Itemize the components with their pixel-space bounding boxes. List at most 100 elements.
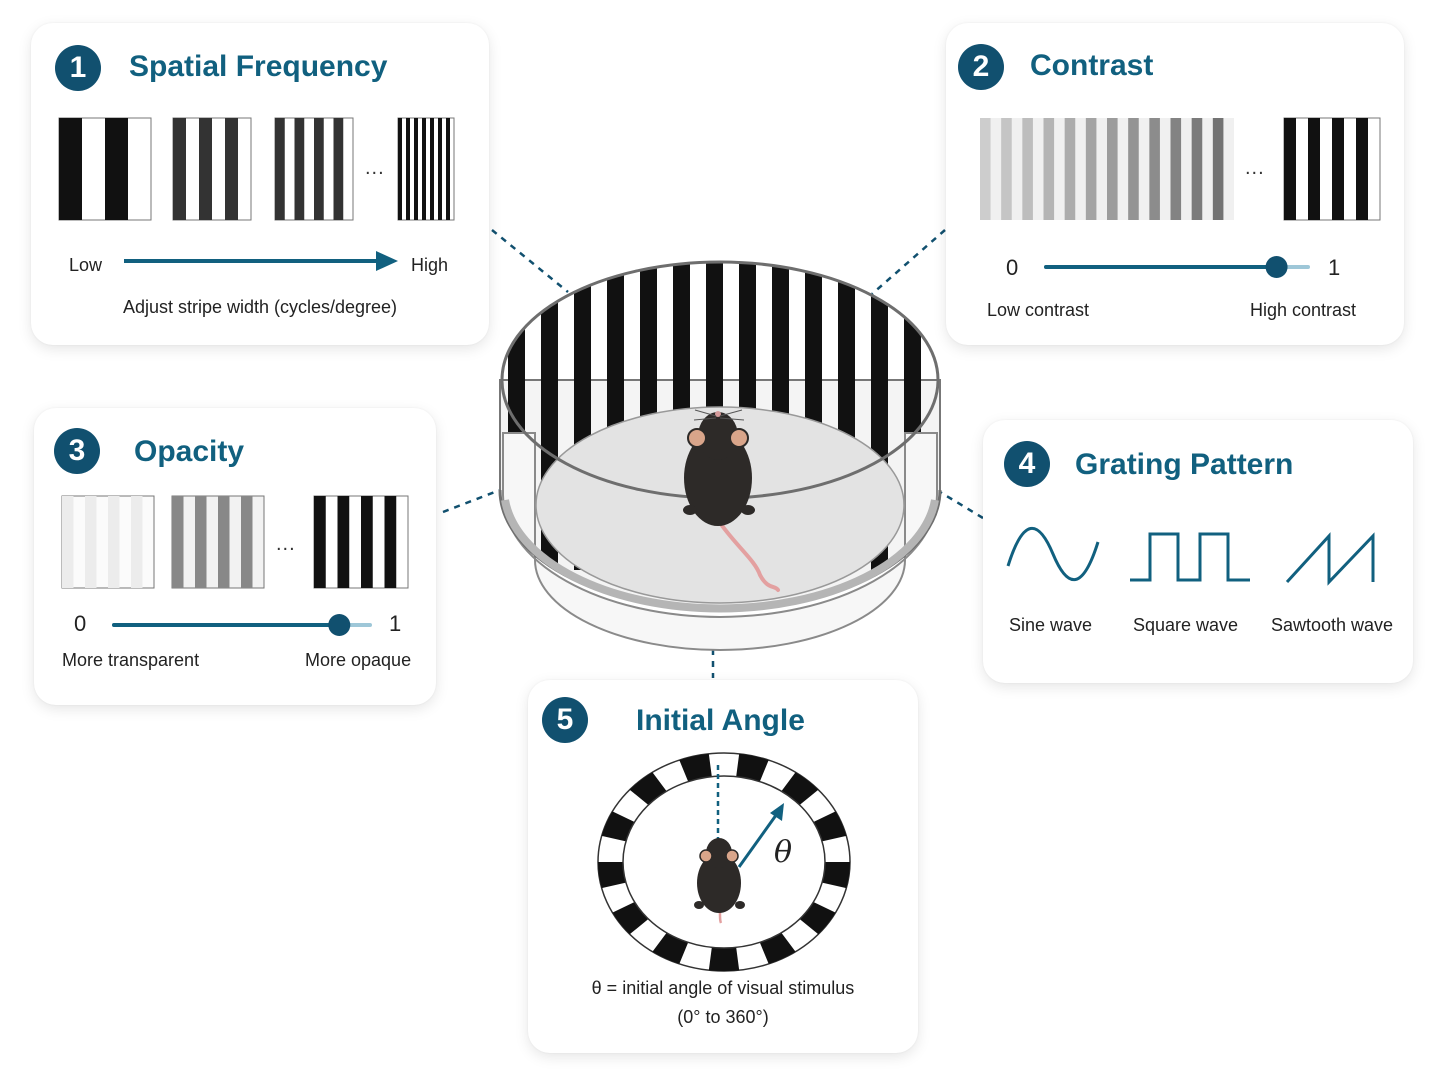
frequency-swatch-stripe [414, 118, 418, 220]
contrast-swatch-stripe [1308, 118, 1320, 220]
frequency-swatch-stripe [105, 118, 128, 220]
opacity-swatch-stripe [337, 496, 350, 588]
opacity-swatch-stripe [172, 496, 184, 588]
ring-segment [822, 862, 850, 889]
step-badge-3: 3 [54, 428, 100, 474]
opacity-swatch-stripe [361, 496, 373, 588]
frequency-swatch-stripe [294, 118, 305, 220]
ring-segment [601, 811, 635, 842]
contrast-swatch-stripe [980, 118, 991, 220]
contrast-swatch-stripe [1284, 118, 1296, 220]
mouse-icon [694, 838, 745, 924]
opacity-swatch-stripe [314, 496, 326, 588]
opacity-max-value: 1 [389, 611, 402, 636]
sine-wave-icon[interactable] [1005, 526, 1105, 586]
contrast-swatch-stripe [1085, 118, 1097, 220]
sawtooth-wave-icon[interactable] [1285, 528, 1385, 588]
ring-segment [679, 753, 712, 782]
contrast-swatch-stripe [1149, 118, 1160, 220]
step-badge-5: 5 [542, 697, 588, 743]
square-wave-label: Square wave [1133, 615, 1239, 635]
frequency-arrow [124, 251, 398, 271]
contrast-swatch-stripe [1043, 118, 1055, 220]
high-label: High [411, 255, 449, 275]
opacity-swatch-stripe [85, 496, 97, 588]
sine-wave-label: Sine wave [1009, 615, 1093, 635]
ring-segment [813, 811, 847, 842]
contrast-card: 2 Contrast ... 0 1 Low contrast High con… [946, 23, 1404, 345]
opacity-slider[interactable] [112, 610, 382, 640]
angle-caption-line1: θ = initial angle of visual stimulus [591, 978, 855, 998]
ring-segment [736, 753, 769, 782]
frequency-swatch-stripe [225, 118, 238, 220]
step-badge-2: 2 [958, 44, 1004, 90]
frequency-swatch-stripe [275, 118, 285, 220]
opacity-swatch-stripe [241, 496, 253, 588]
slider-knob[interactable] [328, 614, 351, 636]
opacity-title: Opacity [134, 435, 245, 468]
step-badge-4: 4 [1004, 441, 1050, 487]
frequency-swatch-stripe [314, 118, 324, 220]
contrast-min-value: 0 [1006, 255, 1019, 280]
frequency-swatch-stripe [446, 118, 450, 220]
grating-pattern-card: 4 Grating Pattern Sine wave Square wave … [983, 420, 1413, 683]
angle-caption-line2: (0° to 360°) [677, 1007, 769, 1027]
frequency-swatch-stripe [333, 118, 344, 220]
contrast-swatches [980, 117, 1381, 221]
ellipsis: ... [365, 157, 385, 179]
opacity-swatch-stripe [108, 496, 120, 588]
opacity-swatch-stripe [218, 496, 230, 588]
theta-symbol: θ [774, 835, 793, 870]
ellipsis: ... [1245, 157, 1265, 179]
frequency-caption: Adjust stripe width (cycles/degree) [122, 297, 398, 317]
frequency-swatches [58, 117, 455, 221]
contrast-swatch-stripe [1170, 118, 1182, 220]
high-contrast-label: High contrast [1250, 300, 1357, 320]
initial-angle-title: Initial Angle [636, 704, 805, 737]
contrast-swatch-stripe [1191, 118, 1203, 220]
contrast-swatch-stripe [1064, 118, 1076, 220]
frequency-swatch-stripe [59, 118, 82, 220]
contrast-swatch-stripe [1107, 118, 1118, 220]
frequency-swatch-stripe [422, 118, 426, 220]
ellipsis: ... [276, 533, 296, 555]
opacity-swatch-stripe [62, 496, 74, 588]
contrast-swatch-stripe [1001, 118, 1012, 220]
frequency-swatch-stripe [398, 118, 402, 220]
angle-ring-diagram [597, 752, 851, 972]
contrast-swatch-stripe [1128, 118, 1139, 220]
ring-segment [652, 932, 689, 964]
square-wave-icon[interactable] [1128, 528, 1253, 588]
frequency-swatch-stripe [430, 118, 434, 220]
opacity-swatch-stripe [384, 496, 397, 588]
contrast-swatch-stripe [1332, 118, 1344, 220]
opacity-min-value: 0 [74, 611, 87, 636]
contrast-swatch-stripe [1356, 118, 1368, 220]
low-contrast-label: Low contrast [987, 300, 1090, 320]
spatial-frequency-card: 1 Spatial Frequency ... Low High Adjust … [31, 23, 489, 345]
low-label: Low [69, 255, 103, 275]
opacity-swatch-stripe [195, 496, 207, 588]
frequency-swatch-stripe [438, 118, 442, 220]
contrast-title: Contrast [1030, 49, 1154, 82]
sawtooth-wave-label: Sawtooth wave [1271, 615, 1394, 635]
slider-knob[interactable] [1265, 256, 1288, 278]
ring-segment [759, 932, 796, 964]
more-transparent-label: More transparent [62, 650, 200, 670]
opacity-swatch-stripe [131, 496, 143, 588]
ring-segment [598, 862, 626, 889]
initial-angle-card: 5 Initial Angle θ θ = initial angle of v… [528, 680, 918, 1053]
spatial-frequency-title: Spatial Frequency [129, 50, 388, 83]
frequency-swatch-stripe [173, 118, 186, 220]
opacity-card: 3 Opacity ... 0 1 More transparent More … [34, 408, 436, 705]
opacity-swatches [61, 495, 409, 589]
contrast-swatch-stripe [1022, 118, 1033, 220]
contrast-slider[interactable] [1044, 252, 1314, 282]
contrast-max-value: 1 [1328, 255, 1341, 280]
grating-pattern-title: Grating Pattern [1075, 448, 1294, 481]
mouse-icon [683, 409, 780, 592]
contrast-swatch-stripe [1212, 118, 1224, 220]
ring-segment [708, 947, 740, 971]
